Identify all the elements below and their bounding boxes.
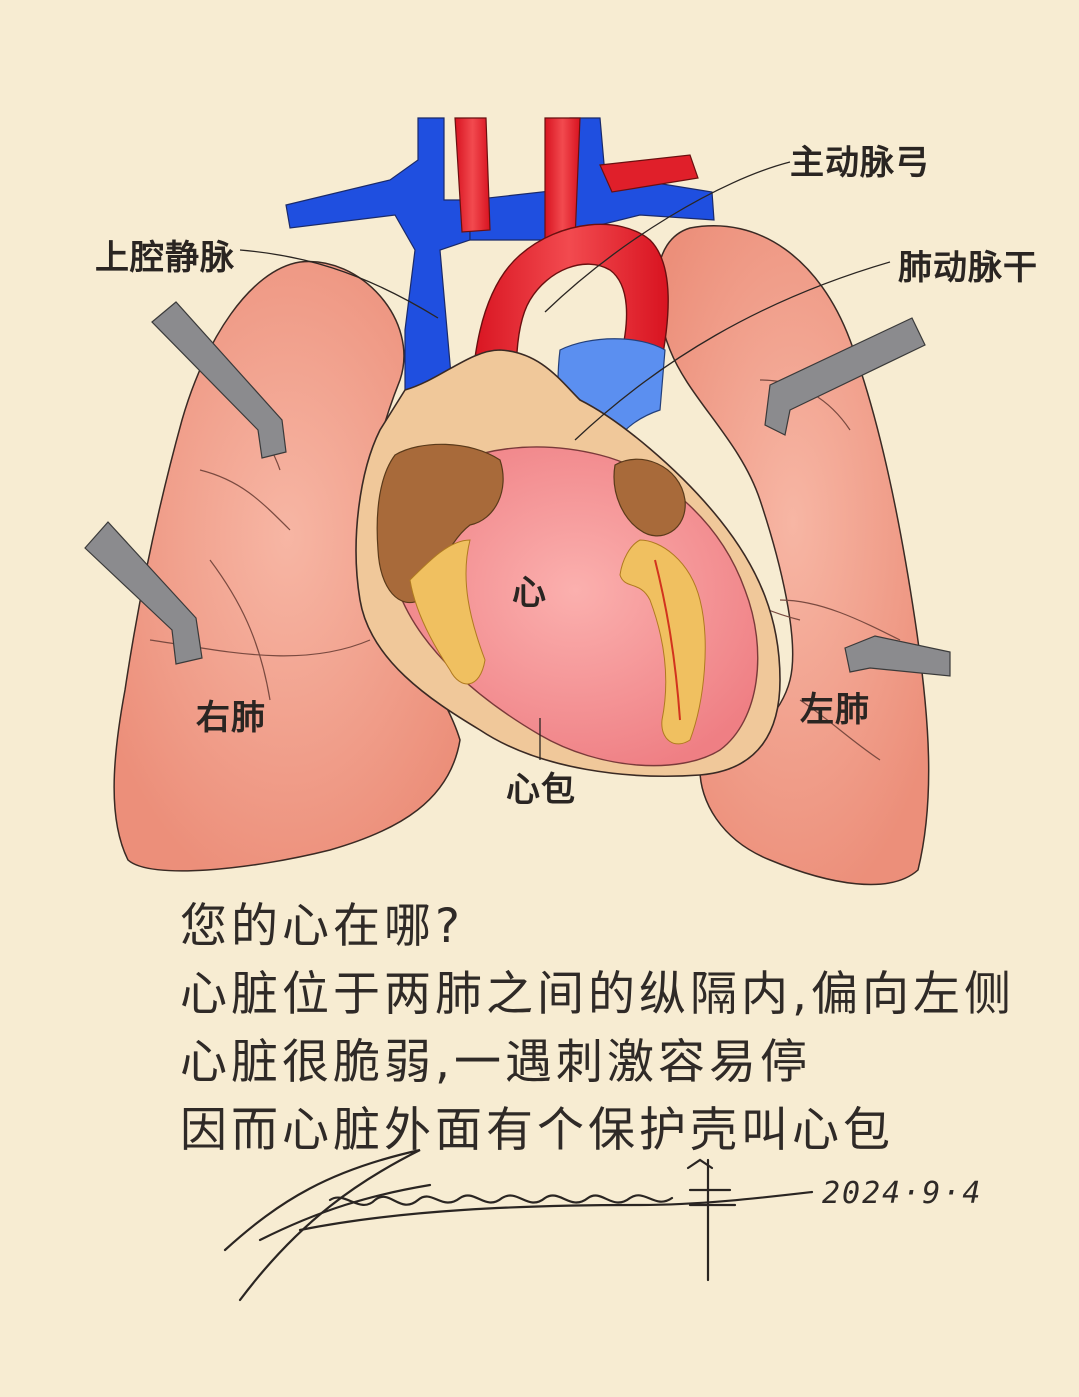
notes-block: 您的心在哪? 心脏位于两肺之间的纵隔内,偏向左侧 心脏很脆弱,一遇刺激容易停 因… xyxy=(180,893,1040,1165)
retractors xyxy=(84,301,951,677)
leader-lines xyxy=(239,161,891,760)
right-lung-label: 右肺 xyxy=(196,698,266,738)
note-line: 心脏位于两肺之间的纵隔内,偏向左侧 xyxy=(180,967,1015,1022)
aortic-arch-label: 主动脉弓 xyxy=(790,143,930,183)
pulmonary-trunk-label: 肺动脉干 xyxy=(898,248,1038,288)
left-lung-label: 左肺 xyxy=(800,690,870,730)
superior-vena-cava-label: 上腔静脉 xyxy=(95,238,235,278)
coronary-fat-left xyxy=(619,539,706,745)
note-line: 因而心脏外面有个保护壳叫心包 xyxy=(180,1103,894,1158)
note-line: 您的心在哪? xyxy=(180,899,464,954)
aorta xyxy=(454,117,699,451)
signature xyxy=(223,1148,814,1302)
coronary-artery xyxy=(654,559,681,721)
note-line: 心脏很脆弱,一遇刺激容易停 xyxy=(180,1035,811,1090)
date-stamp: 2024·9·4 xyxy=(822,1176,983,1211)
left-atrium xyxy=(613,458,686,537)
coronary-fat-right xyxy=(409,539,486,685)
heart-label: 心 xyxy=(512,573,547,613)
pericardium-label: 心包 xyxy=(506,770,576,810)
left-lung xyxy=(656,225,930,886)
